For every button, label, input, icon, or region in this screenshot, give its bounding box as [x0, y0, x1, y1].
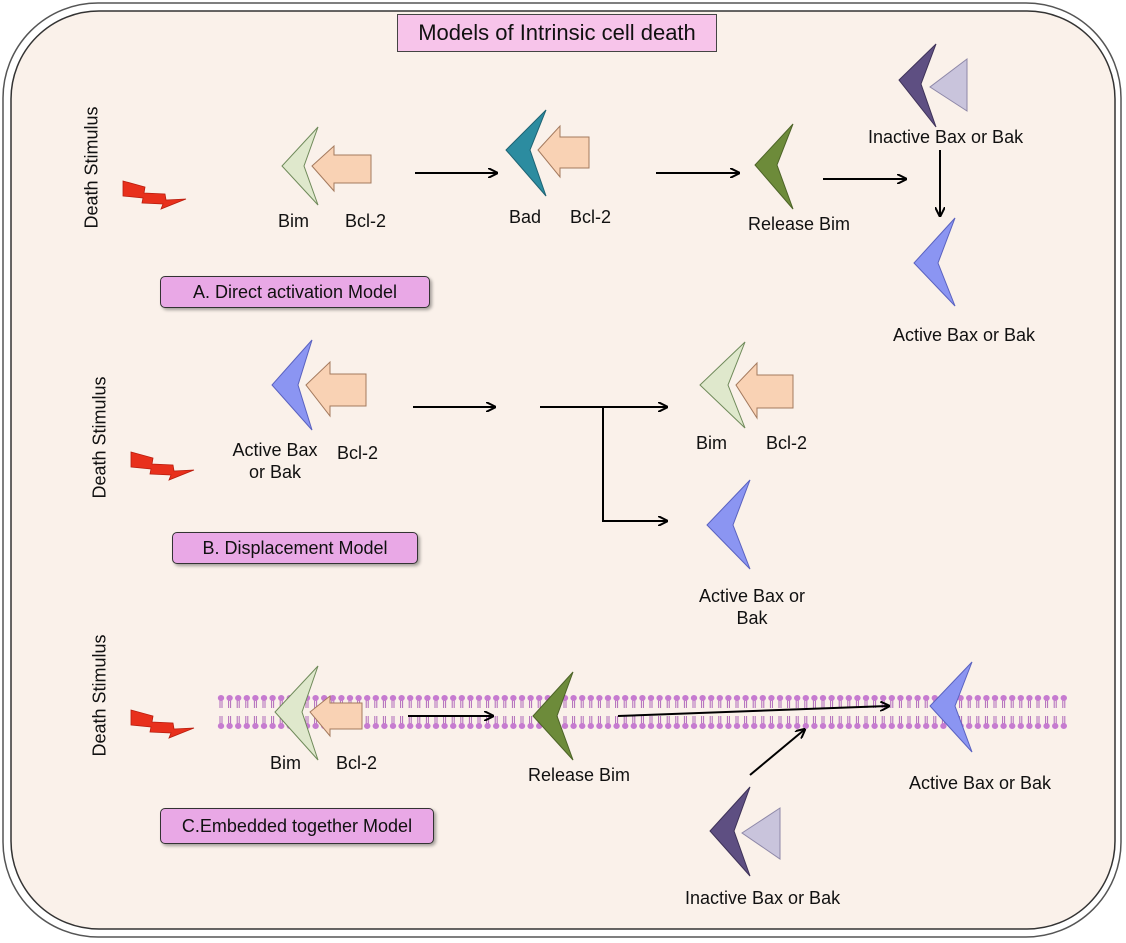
- lightning-bolt-icon-c: [130, 709, 195, 739]
- inactive-bax-label-c: Inactive Bax or Bak: [685, 888, 841, 908]
- lightning-bolt-icon-b: [130, 451, 195, 481]
- bim-label-c: Bim: [270, 753, 301, 773]
- release-bim-label-a: Release Bim: [748, 214, 851, 234]
- diagram-title: Models of Intrinsic cell death: [397, 14, 717, 52]
- bad-label: Bad: [509, 207, 542, 227]
- arrow-b3: [602, 407, 666, 521]
- bcl2-label-b: Bcl-2: [337, 443, 379, 463]
- bim-bcl2-complex-c: [274, 665, 363, 761]
- inactive-bax-label-a: Inactive Bax or Bak: [868, 127, 1024, 147]
- lightning-bolt-icon-a: [122, 180, 187, 210]
- active-bax-complex-label: Active Bax or Bak: [220, 439, 330, 483]
- death-stimulus-label-c: Death Stimulus: [89, 634, 110, 757]
- bcl2-label-c: Bcl-2: [336, 753, 378, 773]
- bcl2-label-a: Bcl-2: [345, 211, 387, 231]
- inactive-bax-shape-c: [709, 786, 781, 877]
- active-bax-label-b: Active Bax or Bak: [682, 585, 822, 629]
- active-bax-label-a: Active Bax or Bak: [893, 325, 1036, 345]
- death-stimulus-label-a: Death Stimulus: [81, 106, 102, 229]
- bim-bcl2-complex-a: [281, 126, 372, 206]
- active-bax-complex-line1: Active Bax: [232, 440, 318, 460]
- model-a-label-box: A. Direct activation Model: [160, 276, 430, 308]
- bim-label-b: Bim: [696, 433, 727, 453]
- bad-bcl2-complex: [505, 109, 590, 197]
- active-bax-bcl2-complex: [271, 339, 367, 431]
- release-bim-shape-a: [754, 123, 794, 210]
- release-bim-label-c: Release Bim: [528, 765, 631, 785]
- arrow-c2: [617, 706, 888, 717]
- bcl2-label-a2: Bcl-2: [570, 207, 612, 227]
- arrow-c3: [749, 730, 804, 776]
- bcl2-label-b2: Bcl-2: [766, 433, 808, 453]
- death-stimulus-label-b: Death Stimulus: [89, 376, 110, 499]
- model-c-label-box: C.Embedded together Model: [160, 808, 434, 844]
- release-bim-shape-c: [532, 671, 574, 761]
- active-bax-b-line1: Active Bax or: [698, 586, 806, 606]
- active-bax-complex-line2: or Bak: [248, 462, 302, 482]
- inactive-bax-shape-a: [898, 43, 968, 128]
- bim-bcl2-complex-b: [699, 341, 794, 429]
- active-bax-b-line2: Bak: [736, 608, 768, 628]
- model-b-label-box: B. Displacement Model: [172, 532, 418, 564]
- bim-label-a: Bim: [278, 211, 309, 231]
- active-bax-shape-c: [929, 661, 973, 753]
- active-bax-label-c: Active Bax or Bak: [909, 773, 1052, 793]
- active-bax-shape-a: [913, 217, 956, 307]
- active-bax-shape-b: [706, 479, 751, 570]
